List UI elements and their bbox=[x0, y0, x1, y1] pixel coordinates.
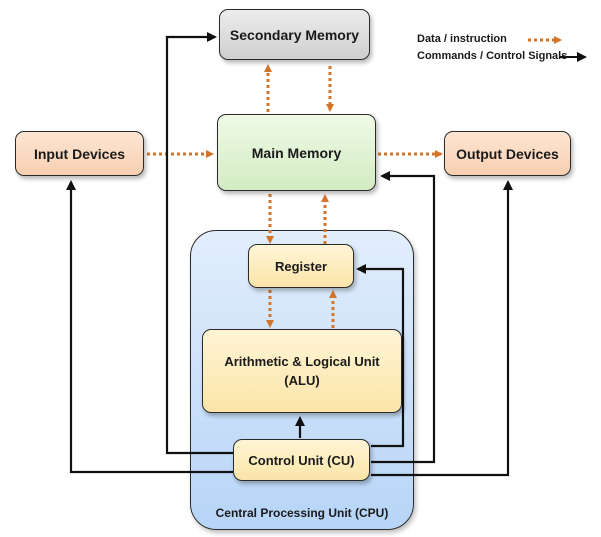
legend-control-label: Commands / Control Signals bbox=[417, 50, 568, 62]
register-label: Register bbox=[274, 258, 328, 274]
input-devices-box: Input Devices bbox=[15, 131, 144, 176]
cu-to-secondary-control bbox=[165, 32, 233, 455]
main-memory-box: Main Memory bbox=[217, 114, 376, 191]
control-unit-box: Control Unit (CU) bbox=[233, 439, 370, 481]
cu-to-output-control bbox=[371, 180, 513, 477]
cu-to-input-control bbox=[66, 180, 233, 474]
input-devices-label: Input Devices bbox=[33, 145, 126, 162]
control-unit-label: Control Unit (CU) bbox=[248, 452, 355, 468]
cu-to-register-control bbox=[356, 264, 405, 448]
register-box: Register bbox=[248, 244, 354, 288]
secondary-memory-label: Secondary Memory bbox=[229, 26, 360, 43]
output-devices-box: Output Devices bbox=[444, 131, 571, 176]
cpu-label: Central Processing Unit (CPU) bbox=[215, 506, 389, 520]
main-memory-label: Main Memory bbox=[251, 144, 342, 161]
alu-label-line2: (ALU) bbox=[284, 373, 320, 388]
cu-to-main-control bbox=[371, 171, 436, 464]
legend-data-label: Data / instruction bbox=[417, 33, 507, 45]
output-devices-label: Output Devices bbox=[456, 145, 559, 162]
secondary-memory-box: Secondary Memory bbox=[219, 9, 370, 60]
alu-label-line1: Arithmetic & Logical Unit bbox=[224, 354, 380, 369]
alu-box: Arithmetic & Logical Unit (ALU) bbox=[202, 329, 402, 413]
